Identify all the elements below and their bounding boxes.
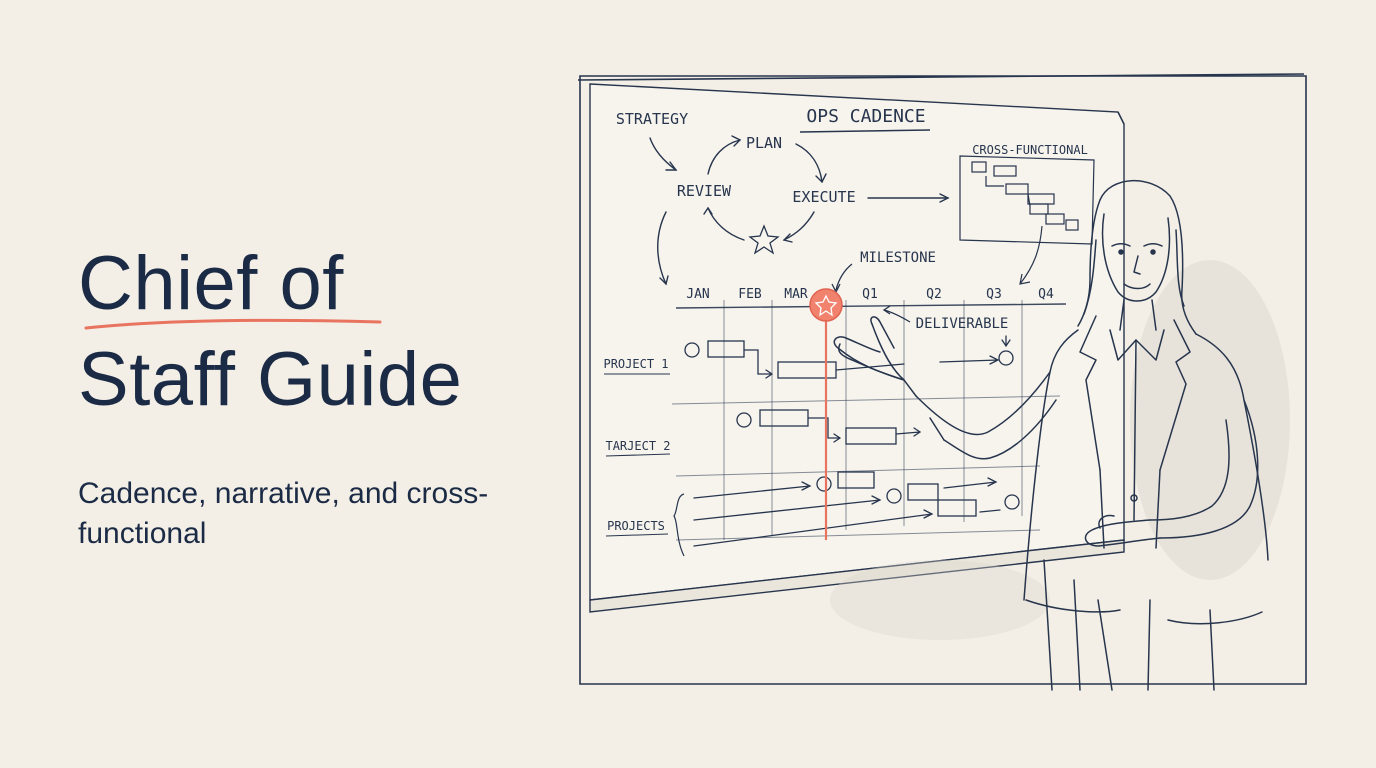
milestone-label: MILESTONE xyxy=(860,250,936,266)
timeline-jan: JAN xyxy=(686,287,709,302)
star-icon xyxy=(748,224,780,255)
gantt-bars xyxy=(684,335,1020,547)
cross-functional-label: CROSS-FUNCTIONAL xyxy=(972,143,1088,157)
row-label-1: PROJECT 1 xyxy=(603,357,668,371)
cycle-execute: EXECUTE xyxy=(792,188,855,206)
timeline-q4: Q4 xyxy=(1038,287,1054,302)
timeline-q1: Q1 xyxy=(862,287,878,302)
timeline-q2: Q2 xyxy=(926,287,942,302)
row-label-3: PROJECTS xyxy=(607,519,665,533)
outer-frame xyxy=(577,73,1307,685)
title-line-1: Chief of xyxy=(78,241,344,326)
milestone-star-icon xyxy=(814,294,838,317)
presenter-figure xyxy=(833,180,1269,691)
cycle-arrows xyxy=(649,135,950,286)
cycle-plan: PLAN xyxy=(746,134,782,152)
row-label-2: TARJECT 2 xyxy=(605,439,670,453)
timeline-q3: Q3 xyxy=(986,287,1002,302)
deliverable-label: DELIVERABLE xyxy=(916,316,1009,332)
timeline-grid xyxy=(671,300,1067,541)
cycle-strategy: STRATEGY xyxy=(616,110,688,128)
board-heading: OPS CADENCE xyxy=(806,106,925,127)
cycle-review: REVIEW xyxy=(677,182,732,200)
timeline-feb: FEB xyxy=(738,287,762,302)
title-line-2: Staff Guide xyxy=(78,337,463,422)
title-underline xyxy=(84,318,382,330)
page-title: Chief of Staff Guide xyxy=(78,236,462,428)
milestone-marker xyxy=(809,288,843,540)
page-subtitle: Cadence, narrative, and cross-functional xyxy=(78,477,489,550)
timeline-labels: JAN FEB MAR Q1 Q2 Q3 Q4 xyxy=(686,287,1054,302)
timeline-mar: MAR xyxy=(784,287,808,302)
